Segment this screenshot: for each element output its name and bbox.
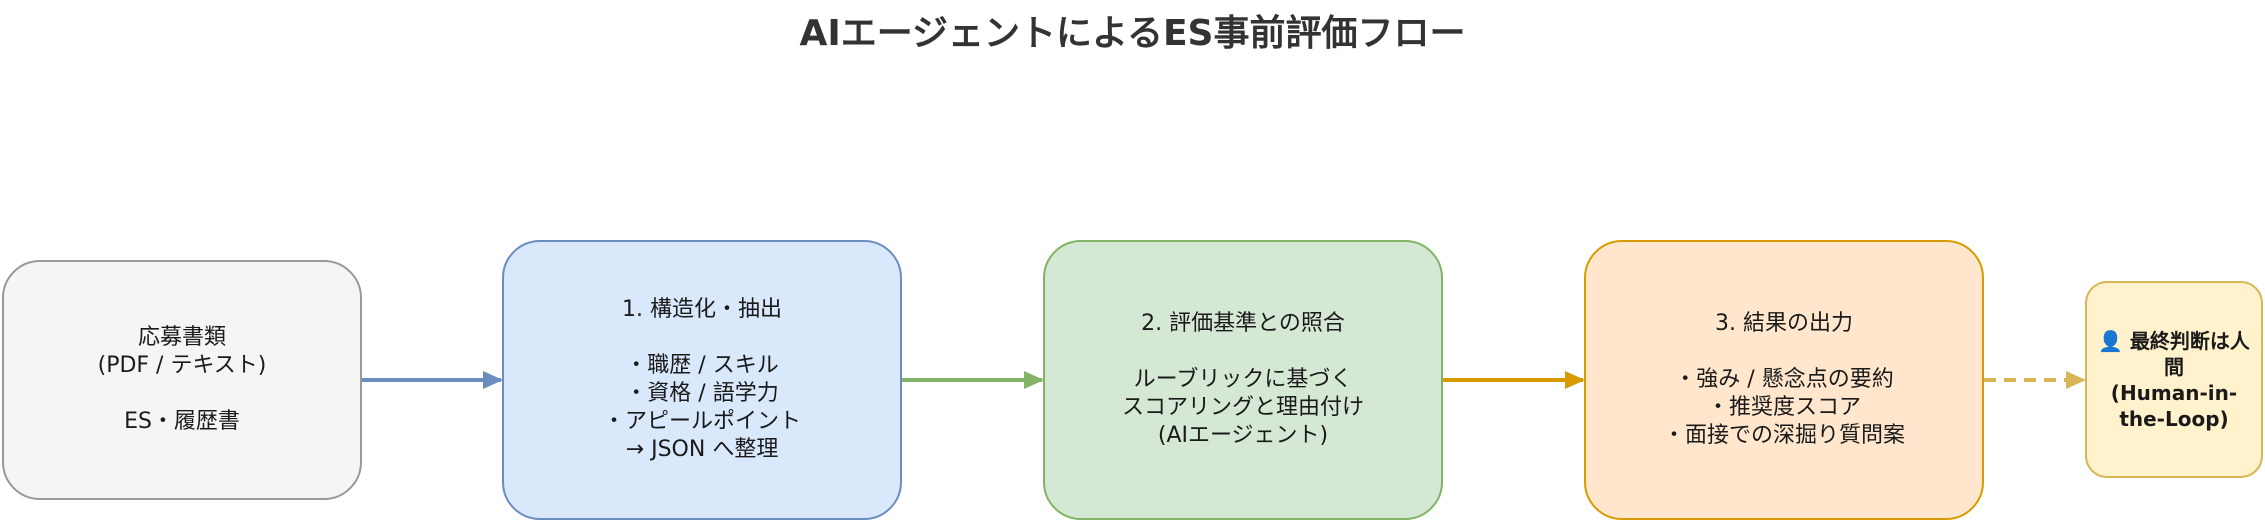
node-text-line: ・職歴 / スキル [625, 353, 779, 378]
node-text-line: ・アピールポイント [602, 409, 801, 434]
node-text-line: スコアリングと理由付け [1121, 395, 1364, 420]
node-step2-evaluation: 2. 評価基準との照合ルーブリックに基づくスコアリングと理由付け (AIエージェン… [1043, 240, 1443, 520]
node-text-line: ・面接での深掘り質問案 [1662, 423, 1905, 448]
node-step1-structuring: 1. 構造化・抽出・職歴 / スキル・資格 / 語学力・アピールポイント → JS… [502, 240, 902, 520]
node-text-line: 2. 評価基準との照合 [1141, 311, 1345, 336]
diagram-title: AIエージェントによるES事前評価フロー [799, 13, 1466, 54]
node-text-line: ・資格 / 語学力 [625, 381, 779, 406]
node-text-line: ・強み / 懸念点の要約 [1674, 367, 1894, 392]
node-text-line: (Human-in-the-Loop) [2110, 380, 2238, 431]
node-text-line: 1. 構造化・抽出 [622, 297, 782, 322]
node-text-line: ・推奨度スコア [1706, 395, 1861, 420]
node-text-line: 3. 結果の出力 [1715, 311, 1853, 336]
node-text-line: (PDF / テキスト) [97, 353, 267, 378]
node-text-line: ES・履歴書 [124, 409, 240, 434]
node-text-line: 👤 最終判断は人間 [2098, 328, 2250, 379]
node-text-line: → JSON へ整理 [625, 437, 779, 462]
node-text-line: ルーブリックに基づく [1133, 367, 1353, 392]
node-text-line: (AIエージェント) [1157, 423, 1329, 448]
node-step3-output: 3. 結果の出力・強み / 懸念点の要約・推奨度スコア・面接での深掘り質問案 [1584, 240, 1984, 520]
node-human-final-decision: 👤 最終判断は人間(Human-in-the-Loop) [2085, 281, 2263, 478]
node-application-documents: 応募書類 (PDF / テキスト) ES・履歴書 [2, 260, 362, 500]
node-text-line: 応募書類 [137, 325, 226, 350]
